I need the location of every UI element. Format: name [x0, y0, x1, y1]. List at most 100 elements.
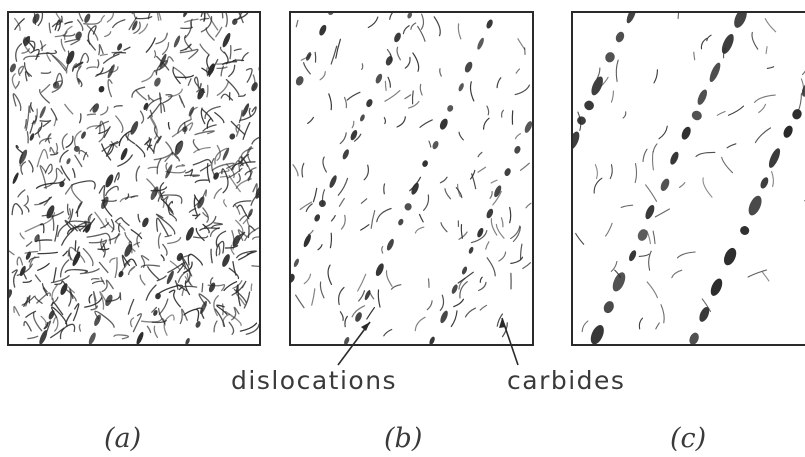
dislocation-line: [383, 328, 393, 337]
carbide-particle: [547, 179, 561, 195]
dislocation-line: [209, 227, 220, 237]
dislocation-line: [216, 66, 228, 70]
dislocation-line: [112, 19, 126, 29]
dislocation-line: [335, 38, 341, 59]
dislocation-line: [100, 276, 106, 285]
carbide-particle: [207, 269, 216, 279]
dislocation-line: [138, 23, 149, 35]
dislocation-line: [171, 122, 194, 138]
dislocation-line: [105, 292, 122, 303]
dislocation-line: [600, 76, 609, 87]
dislocation-line: [185, 168, 194, 177]
dislocation-line: [219, 175, 228, 178]
carbide-particle: [556, 161, 568, 176]
dislocation-line: [66, 203, 70, 216]
carbide-particle: [524, 121, 532, 133]
dislocation-line: [60, 38, 66, 52]
dislocation-line: [25, 39, 35, 50]
dislocation-line: [17, 189, 26, 198]
dislocation-line: [213, 295, 219, 317]
dislocation-line: [44, 163, 53, 175]
dislocation-line: [469, 169, 476, 180]
carbide-particle: [242, 103, 250, 117]
dislocation-line: [101, 199, 117, 202]
dislocation-line: [223, 199, 228, 208]
dislocation-line: [98, 184, 106, 204]
panel-b-carbide-bands: [207, 13, 532, 344]
dislocation-line: [360, 224, 370, 231]
dislocation-line: [175, 140, 182, 151]
carbide-particle: [107, 64, 115, 79]
carbide-particle: [760, 177, 769, 189]
dislocation-line: [305, 203, 313, 212]
dislocation-line: [67, 286, 75, 294]
carbide-particle: [264, 165, 272, 177]
dislocation-line: [237, 93, 246, 97]
carbide-particle: [142, 217, 149, 228]
dislocation-line: [88, 293, 93, 304]
dislocation-line: [77, 246, 81, 258]
carbide-particle: [136, 331, 144, 344]
dislocation-line: [54, 280, 67, 286]
carbide-particle: [783, 125, 793, 138]
dislocation-line: [64, 103, 74, 115]
dislocation-line: [11, 203, 24, 216]
dislocation-line: [179, 48, 199, 60]
carbide-particle: [0, 83, 7, 92]
dislocation-line: [192, 235, 209, 239]
dislocation-line: [79, 52, 90, 64]
carbide-particle: [183, 13, 190, 18]
dislocation-line: [17, 65, 25, 77]
dislocation-line: [36, 49, 58, 56]
dislocation-line: [202, 124, 217, 132]
dislocation-line: [766, 66, 775, 69]
dislocation-line: [187, 253, 203, 266]
dislocation-line: [439, 294, 445, 311]
carbide-particle: [150, 186, 159, 200]
dislocation-line: [37, 13, 44, 27]
carbide-particle: [603, 301, 614, 314]
dislocation-line: [307, 116, 314, 124]
dislocation-line: [652, 230, 656, 245]
dislocation-line: [357, 273, 367, 292]
carbide-particle: [637, 229, 648, 241]
dislocation-line: [479, 304, 488, 311]
dislocation-line: [160, 198, 174, 213]
dislocation-line: [54, 224, 59, 242]
carbide-particle: [573, 131, 580, 150]
dislocation-line: [157, 307, 166, 324]
dislocation-line: [158, 298, 169, 315]
dislocation-line: [377, 289, 381, 308]
dislocation-line: [515, 68, 521, 74]
dislocation-line: [376, 207, 392, 223]
dislocation-line: [236, 13, 243, 21]
carbide-particle: [117, 43, 123, 51]
carbide-particle: [327, 13, 334, 16]
dislocation-line: [615, 59, 619, 82]
dislocation-line: [37, 262, 50, 271]
dislocation-line: [409, 176, 422, 192]
dislocation-line: [76, 19, 84, 31]
dislocation-line: [319, 281, 325, 299]
dislocation-line: [754, 127, 772, 144]
dislocation-line: [216, 81, 229, 96]
carbide-particle: [344, 337, 350, 344]
carbide-particle: [275, 118, 285, 133]
dislocation-line: [216, 304, 228, 315]
dislocation-line: [469, 81, 475, 102]
dislocation-line: [127, 133, 130, 141]
dislocation-line: [389, 13, 393, 20]
dislocation-line: [180, 285, 198, 289]
dislocation-line: [800, 78, 805, 94]
dislocation-line: [593, 177, 603, 194]
dislocation-line: [19, 152, 24, 167]
carbide-particle: [291, 273, 295, 283]
carbide-particle: [451, 284, 458, 294]
dislocation-line: [464, 307, 477, 318]
dislocation-line: [141, 70, 157, 83]
dislocation-line: [114, 256, 118, 279]
dislocation-line: [164, 234, 172, 238]
dislocation-line: [384, 80, 387, 91]
carbide-particle: [319, 24, 327, 36]
dislocation-line: [187, 78, 192, 86]
